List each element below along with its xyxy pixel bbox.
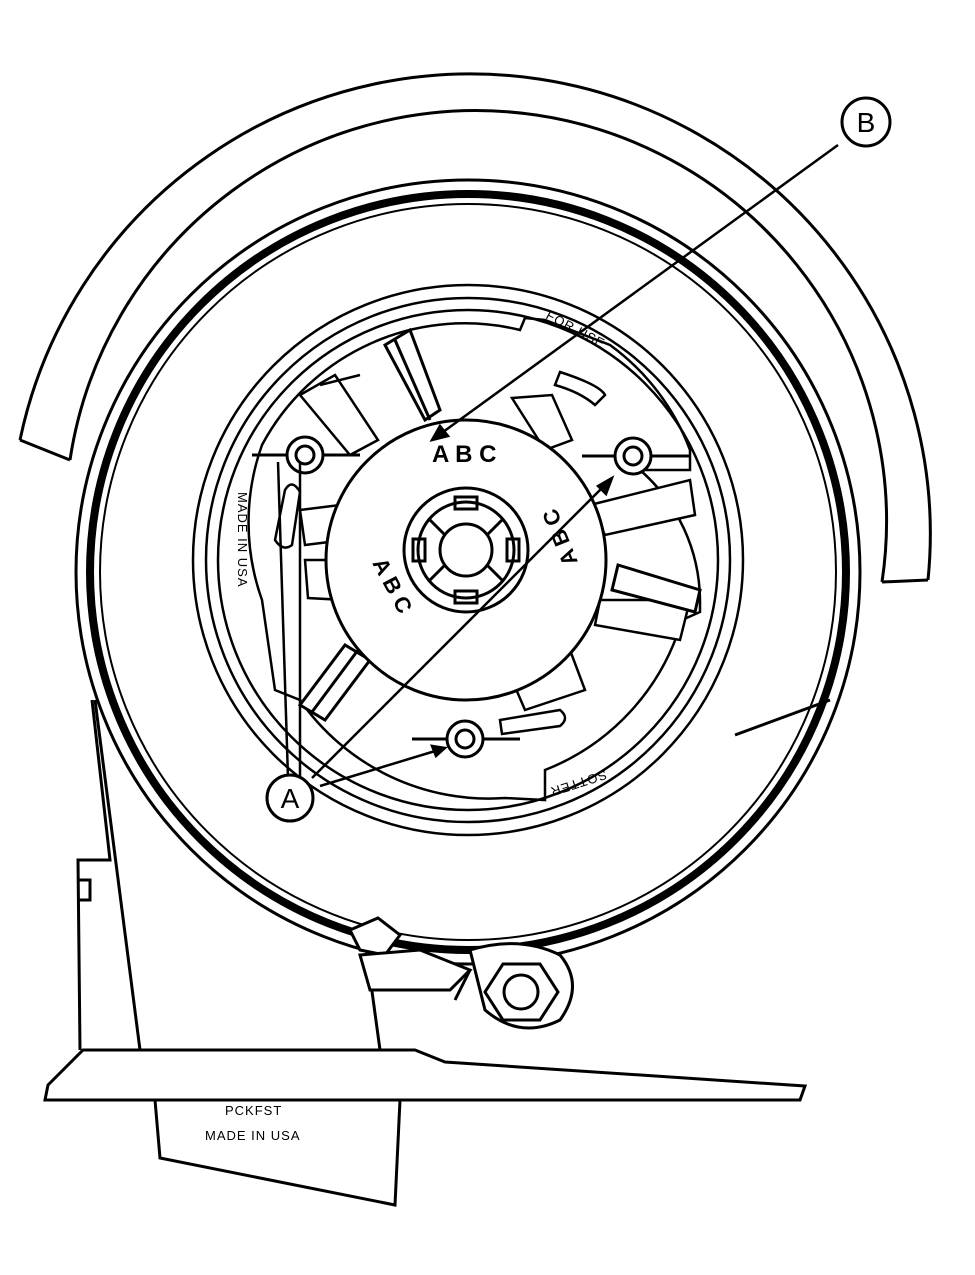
base-mark-text: PCKFST xyxy=(225,1103,282,1118)
hex-nut xyxy=(483,962,560,1022)
lever-line xyxy=(734,698,831,737)
hub-disc xyxy=(324,418,608,702)
callout-a: A xyxy=(265,773,315,823)
screw-right xyxy=(582,436,690,476)
drum-inner-rings xyxy=(191,283,745,837)
rotor-text-part: SOTTER xyxy=(548,767,608,799)
callout-b: B xyxy=(840,96,892,148)
base-made-in-text: MADE IN USA xyxy=(205,1128,301,1143)
base-plate xyxy=(43,1048,808,1207)
mounting-bracket xyxy=(76,699,382,1051)
rotor-text-made-in: MADE IN USA xyxy=(235,492,250,588)
leader-lines xyxy=(276,143,839,788)
callout-b-label: B xyxy=(857,107,876,138)
rotor-segments xyxy=(298,373,697,712)
callout-a-label: A xyxy=(281,783,300,814)
drum-rim xyxy=(74,178,862,966)
screw-bottom xyxy=(412,719,520,759)
rotor-plate xyxy=(247,316,702,802)
center-spindle xyxy=(402,486,530,614)
rotor-text-top-edge: FOR USE xyxy=(544,307,608,351)
rotor-letters-top: A B C xyxy=(432,441,496,468)
screw-left xyxy=(252,435,360,475)
housing-outer-arc xyxy=(18,72,932,584)
rotor-blades xyxy=(297,327,702,722)
